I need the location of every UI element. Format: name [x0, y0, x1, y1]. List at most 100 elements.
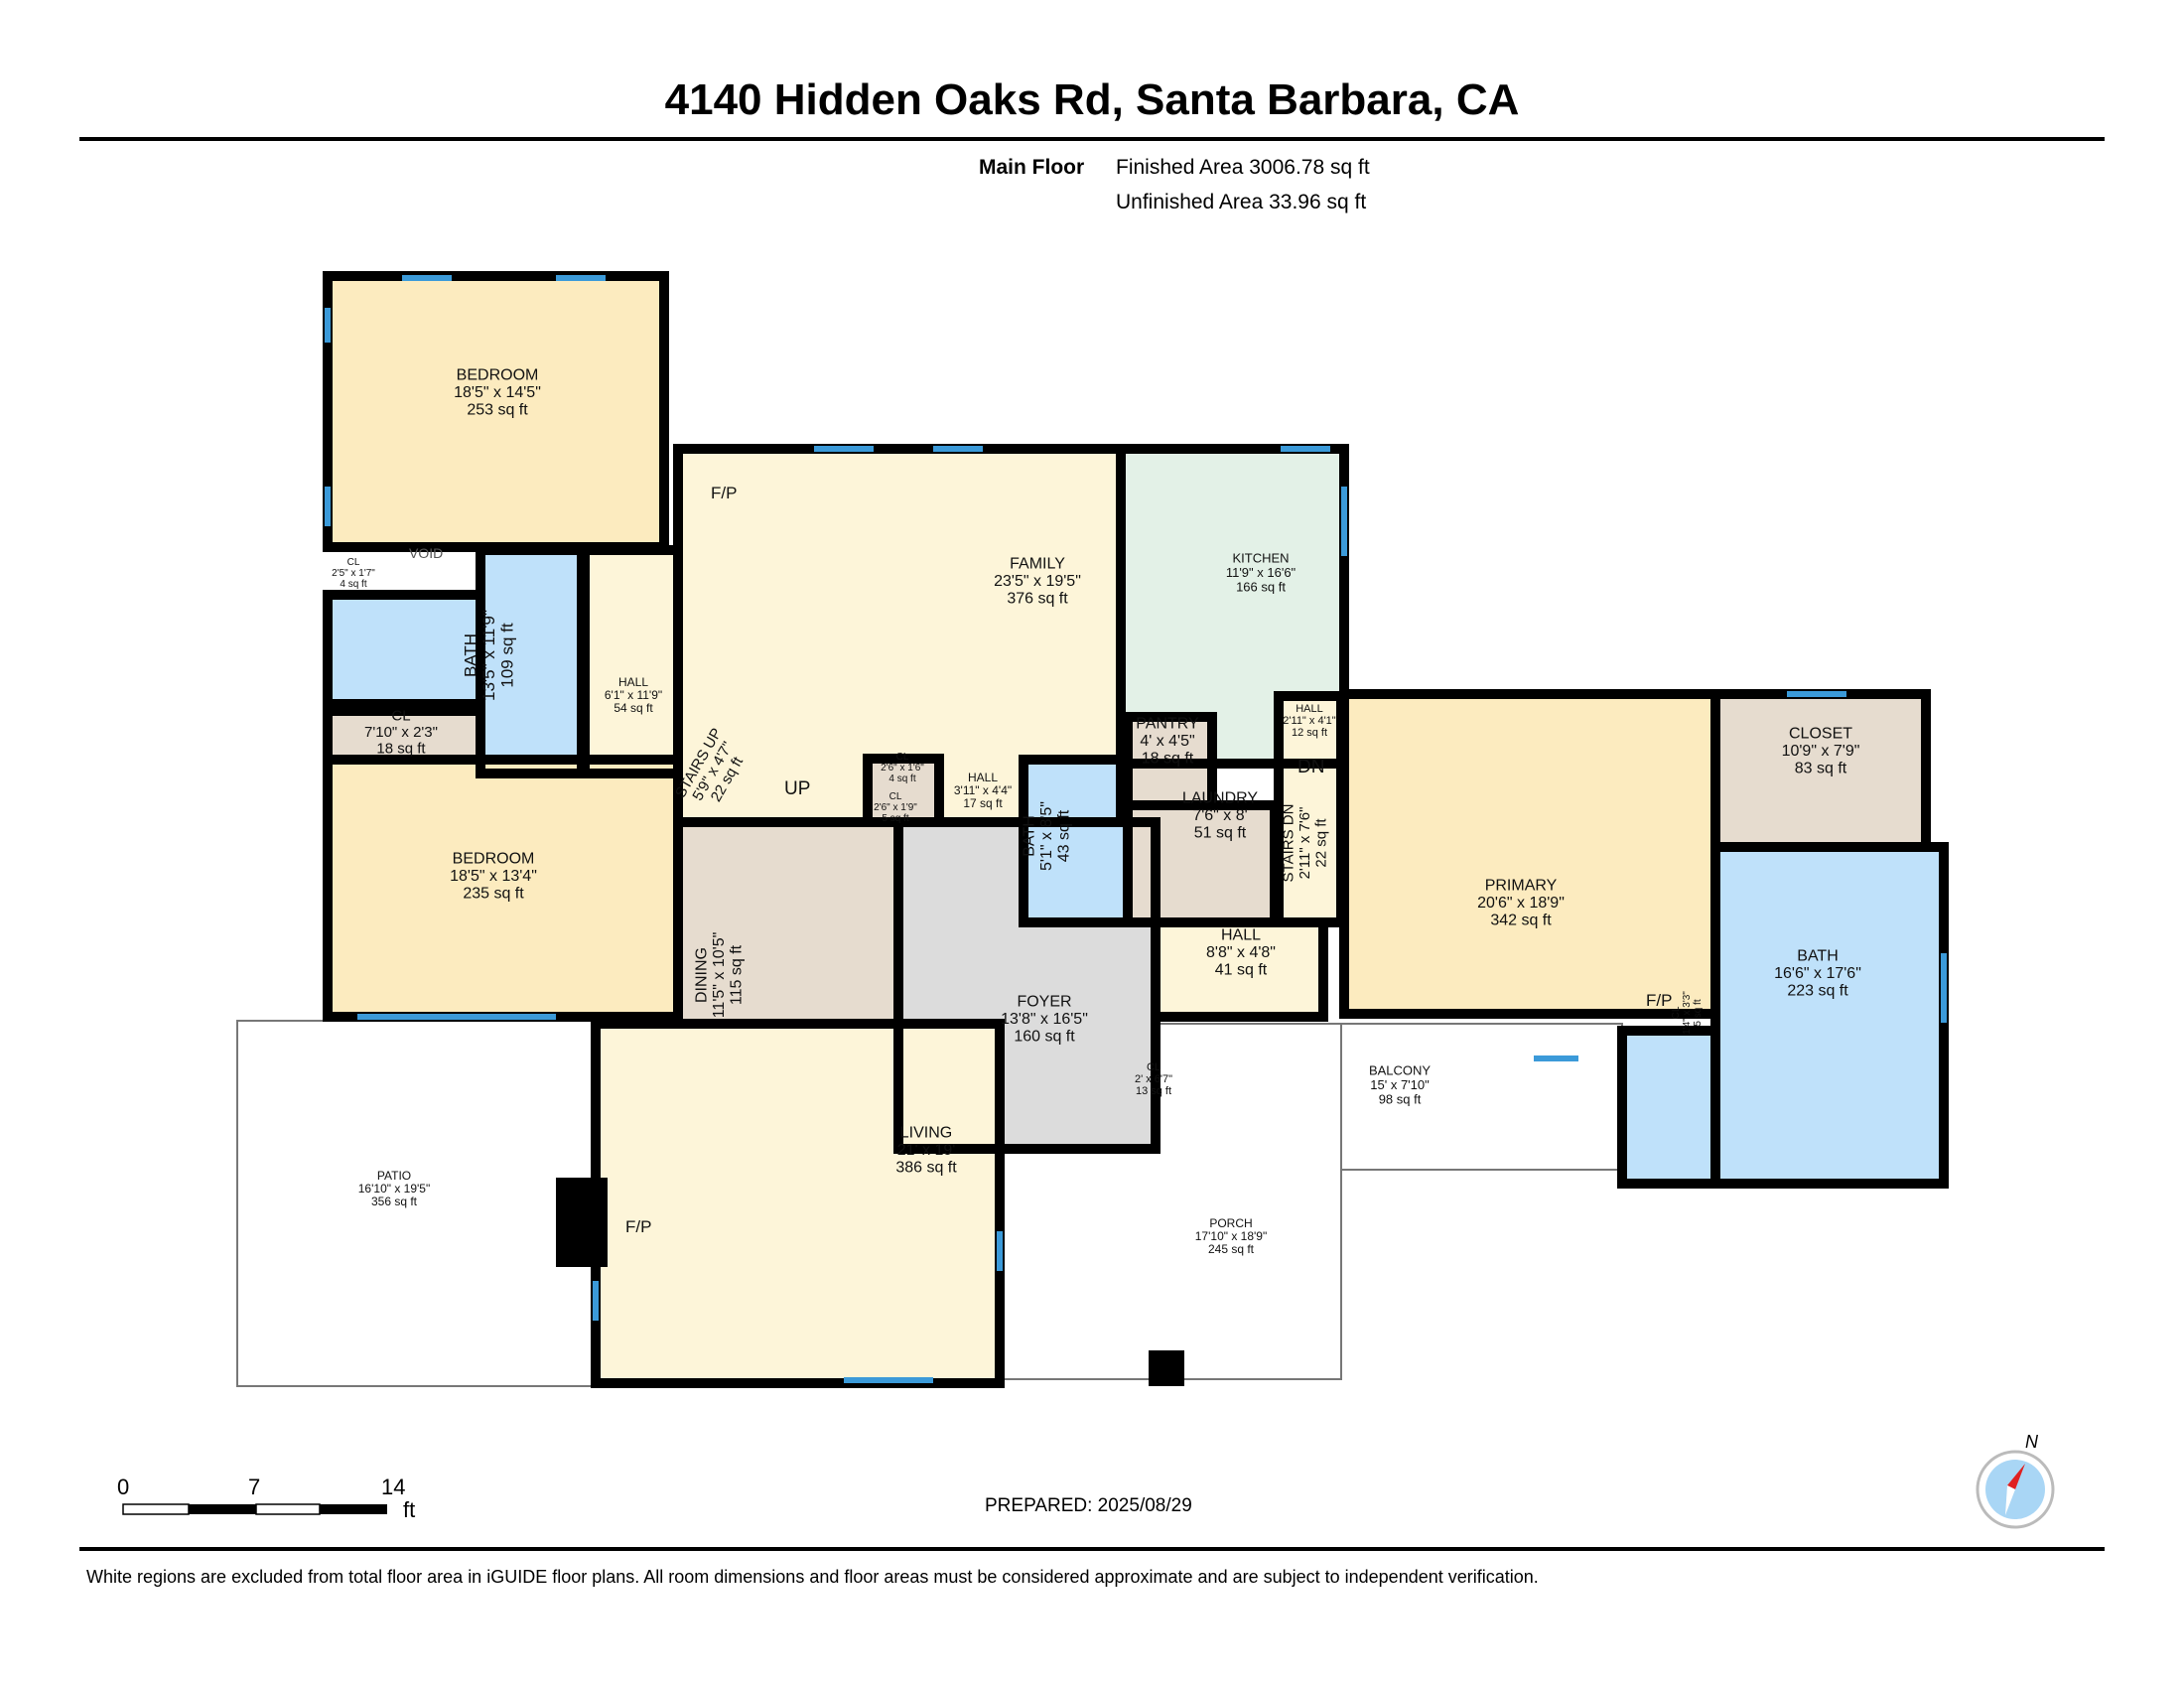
room-area: 4 sq ft	[340, 579, 366, 590]
room-area: 41 sq ft	[1215, 962, 1268, 979]
room-name: BATH	[461, 633, 479, 677]
room-name: HALL	[618, 675, 648, 689]
room-fill	[1024, 760, 1128, 922]
compass-north-label: N	[2025, 1432, 2039, 1452]
room-label: CL7'10" x 2'3"18 sq ft	[364, 708, 438, 758]
room-name: HALL	[1221, 926, 1261, 943]
room-area: 22 sq ft	[1313, 818, 1330, 868]
outdoor-area	[1340, 1023, 1623, 1171]
room-label: CL2'6" x 1'9"5 sq ft	[874, 791, 917, 824]
room-dims: 20'6" x 18'9"	[1477, 895, 1565, 912]
room-name: BALCONY	[1369, 1063, 1431, 1078]
scale-label: 7	[248, 1475, 261, 1499]
room-fill	[1156, 922, 1323, 1017]
room-name: BATH	[1797, 947, 1838, 964]
floor-label: Main Floor	[979, 156, 1085, 179]
room-name: PATIO	[377, 1169, 411, 1183]
room-area: 253 sq ft	[467, 402, 528, 419]
room-area: 356 sq ft	[371, 1195, 418, 1208]
fireplace-label: F/P	[1646, 991, 1672, 1010]
room-area: 166 sq ft	[1236, 579, 1286, 594]
room-label: CL2' x 6'7"13 sq ft	[1135, 1061, 1172, 1097]
room-area: 223 sq ft	[1787, 983, 1848, 1000]
room-fill	[1622, 1031, 1715, 1184]
room-name: CL	[896, 752, 909, 763]
room-name: KITCHEN	[1232, 551, 1289, 566]
room-fill	[1344, 694, 1715, 1014]
scale-label: 0	[117, 1475, 130, 1499]
room-name: LAUNDRY	[1182, 789, 1259, 806]
room-fill	[1279, 696, 1341, 922]
room-dims: 2'6" x 1'9"	[874, 802, 917, 813]
room-name: CL	[347, 557, 360, 568]
room-name: FOYER	[1017, 993, 1071, 1010]
room-name: BATH	[1021, 815, 1037, 856]
room-dims: 15' x 7'10"	[1370, 1077, 1430, 1092]
room-area: 12 sq ft	[1292, 727, 1327, 739]
room-area: 109 sq ft	[498, 623, 517, 687]
void-label: VOID	[409, 545, 443, 561]
wall	[591, 1019, 1005, 1388]
room-dims: 1'4" x 3'3"	[1682, 991, 1693, 1035]
wall	[1116, 444, 1349, 769]
room-dims: 13'8" x 16'5"	[1001, 1011, 1088, 1028]
room-area: 51 sq ft	[1194, 825, 1247, 842]
room-dims: 2'5" x 1'7"	[332, 568, 375, 579]
room-area: 18 sq ft	[376, 741, 426, 758]
room-area: 376 sq ft	[1007, 591, 1068, 608]
room-dims: 4' x 4'5"	[1140, 733, 1194, 750]
room-fill	[868, 759, 939, 822]
room-dims: 18'5" x 14'5"	[454, 384, 541, 401]
room-label: CL2'5" x 1'7"4 sq ft	[332, 557, 375, 590]
room-dims: 2'6" x 1'6"	[881, 763, 924, 774]
wall	[1617, 1026, 1720, 1189]
room-fill	[596, 1024, 1000, 1383]
room-name: STAIRS DN	[1281, 804, 1297, 883]
room-dims: 16'10" x 19'5"	[358, 1182, 431, 1196]
wall	[863, 754, 944, 827]
room-dims: 2'11" x 4'1"	[1283, 715, 1335, 727]
outdoor-area	[236, 1020, 597, 1387]
room-dims: 5'1" x 8'5"	[1038, 801, 1055, 871]
scale-unit: ft	[403, 1497, 416, 1522]
room-fill	[1715, 847, 1944, 1184]
room-name: CL	[889, 791, 902, 802]
room-dims: 2'11" x 7'6"	[1297, 807, 1313, 880]
room-name: CL	[391, 708, 410, 725]
room-name: HALL	[968, 771, 998, 784]
scale-segment	[320, 1504, 387, 1514]
room-fill	[328, 760, 678, 1017]
scale-segment	[255, 1503, 321, 1515]
room-area: 5 sq ft	[882, 813, 908, 824]
scale-bar	[122, 1503, 387, 1515]
compass-needle-south	[2005, 1485, 2015, 1515]
room-dims: 13'5" x 11'9"	[479, 610, 498, 701]
room-dims: 10'9" x 7'9"	[1782, 743, 1860, 760]
room-dims: 2' x 6'7"	[1135, 1073, 1172, 1085]
room-fill	[328, 595, 480, 704]
top-divider	[79, 137, 2105, 141]
room-fill	[678, 822, 898, 1024]
room-name: PORCH	[1209, 1216, 1252, 1230]
room-name: BEDROOM	[453, 850, 535, 867]
room-dims: 7'10" x 2'3"	[364, 724, 438, 741]
room-name: DINING	[693, 947, 710, 1003]
room-area: 245 sq ft	[1208, 1242, 1255, 1256]
